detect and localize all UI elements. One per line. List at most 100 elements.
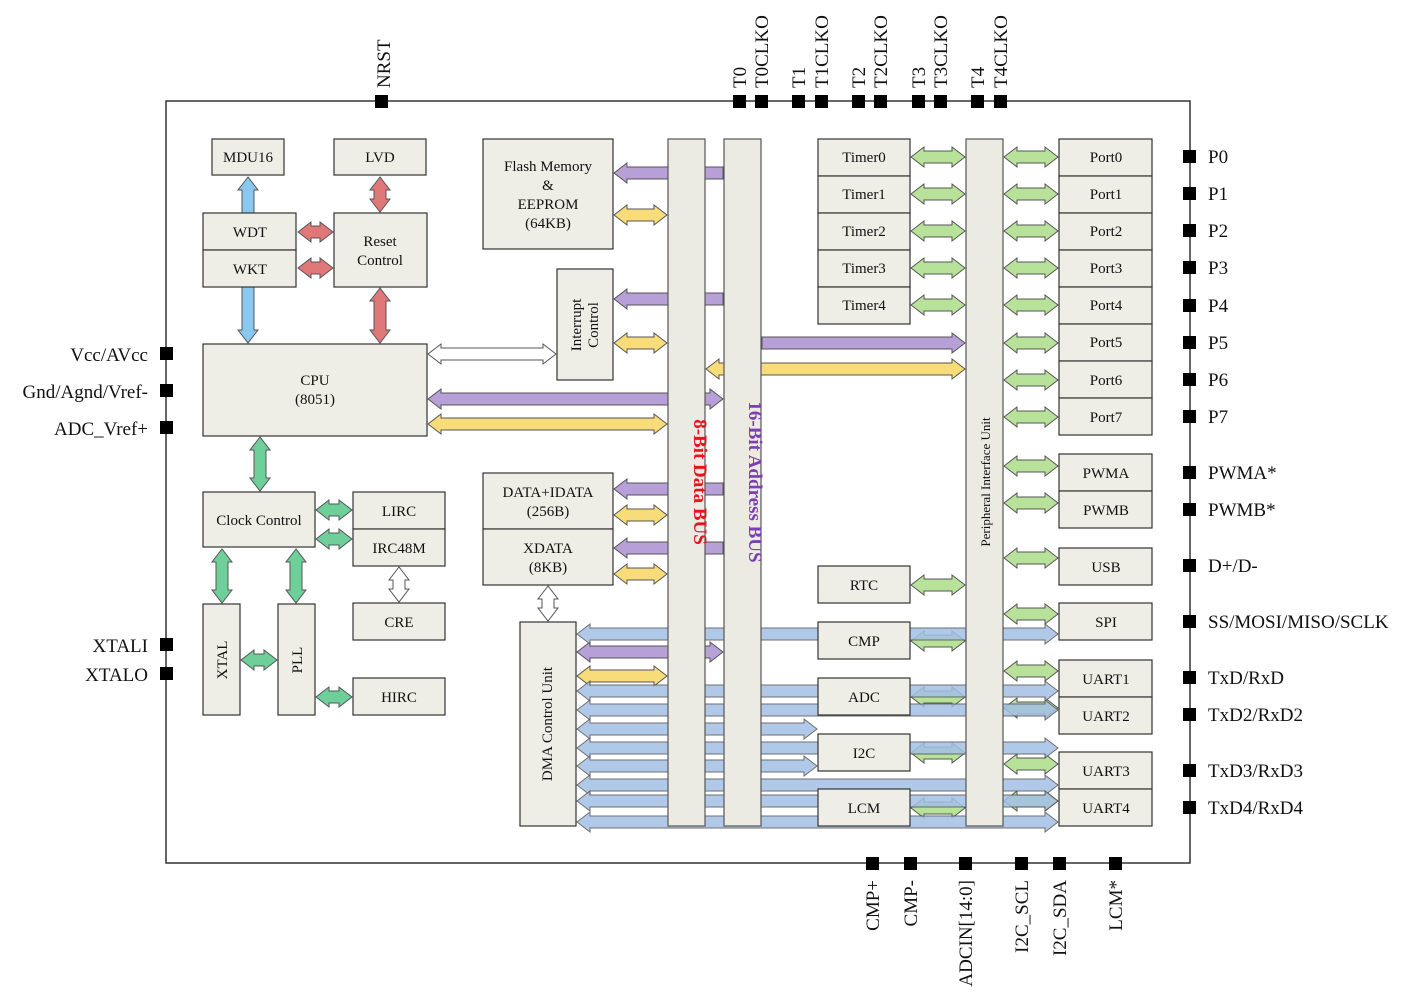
bus-arrow-2	[297, 220, 334, 244]
t4clko-pin	[994, 95, 1007, 108]
bus-arrow-24	[613, 562, 668, 586]
port6-label: Port6	[1090, 373, 1123, 389]
lcm-pin-label: LCM*	[1106, 880, 1127, 931]
pwmb-label: PWMB	[1083, 503, 1129, 519]
lvd-block: LVD	[333, 138, 427, 176]
vcc-pin	[160, 347, 173, 360]
bus-arrow-44	[1003, 405, 1059, 429]
timer1-label: Timer1	[842, 187, 886, 203]
bus-arrow-45	[1003, 454, 1059, 478]
bus-arrow-29	[910, 219, 966, 243]
bus-arrow-40	[1003, 256, 1059, 280]
flash-memory-block: Flash Memory & EEPROM (64KB)	[482, 138, 614, 250]
port1-block: Port1	[1058, 175, 1153, 214]
timer2-block: Timer2	[817, 212, 911, 251]
bottom-pins: CMP+ CMP- ADCIN[14:0] I2C_SCL I2C_SDA LC…	[863, 857, 1127, 987]
xdata-label-1: XDATA	[523, 541, 573, 557]
timer0-label: Timer0	[842, 150, 886, 166]
timer0-block: Timer0	[817, 138, 911, 177]
spi-block: SPI	[1058, 602, 1153, 641]
bus-arrow-3	[297, 256, 334, 280]
xtal-block: XTAL	[202, 603, 241, 716]
pll-block: PLL	[277, 603, 316, 716]
p1-pin	[1183, 187, 1196, 200]
p4-pin	[1183, 299, 1196, 312]
port0-block: Port0	[1058, 138, 1153, 177]
bus-arrow-37	[1003, 145, 1059, 169]
t2clko-pin	[874, 95, 887, 108]
lcm-block: LCM	[817, 788, 911, 827]
uart2-pin-label: TxD2/RxD2	[1208, 705, 1303, 726]
bus-arrow-5	[248, 436, 272, 492]
reset-control-block: Reset Control	[333, 212, 428, 288]
port5-label: Port5	[1090, 335, 1123, 351]
bus-arrow-46	[1003, 491, 1059, 515]
bus-arrow-39	[1003, 219, 1059, 243]
bus-arrow-4	[368, 287, 392, 344]
pwma-pin	[1183, 466, 1196, 479]
i2c-scl-label: I2C_SCL	[1012, 880, 1033, 953]
t0-label: T0	[730, 67, 751, 88]
p1-label: P1	[1208, 184, 1228, 205]
uart4-pin	[1183, 801, 1196, 814]
bus-arrow-48	[1003, 602, 1059, 626]
flash-label-1: Flash Memory	[504, 159, 592, 175]
data-label-1: DATA+IDATA	[502, 485, 593, 501]
bus-arrow-41	[1003, 293, 1059, 317]
bus-arrow-47	[1003, 546, 1059, 570]
uart3-block: UART3	[1058, 751, 1153, 790]
pwmb-pin	[1183, 503, 1196, 516]
adc-block: ADC	[817, 677, 911, 716]
irc48m-block: IRC48M	[352, 528, 446, 567]
uart4-block: UART4	[1058, 788, 1153, 827]
hirc-label: HIRC	[381, 690, 417, 706]
i2c-sda-label: I2C_SDA	[1050, 880, 1071, 956]
p2-label: P2	[1208, 221, 1228, 242]
bus-arrow-1	[368, 176, 392, 213]
t2-label: T2	[849, 67, 870, 88]
irc48m-label: IRC48M	[372, 541, 425, 557]
i2c-sda-pin	[1053, 857, 1066, 870]
reset-label-1: Reset	[363, 234, 397, 250]
port2-label: Port2	[1090, 224, 1123, 240]
p4-label: P4	[1208, 296, 1229, 317]
adcin-pin	[959, 857, 972, 870]
data-idata-block: DATA+IDATA (256B)	[482, 472, 614, 530]
vcc-label: Vcc/AVcc	[70, 345, 148, 366]
wdt-label: WDT	[233, 225, 267, 241]
t1clko-pin	[815, 95, 828, 108]
bus-arrow-30	[910, 256, 966, 280]
t3-pin	[912, 95, 925, 108]
t1-pin	[792, 95, 805, 108]
port7-block: Port7	[1058, 397, 1153, 436]
rtc-block: RTC	[817, 565, 911, 604]
port3-block: Port3	[1058, 249, 1153, 288]
interrupt-control-block: Interrupt Control	[556, 268, 614, 381]
pwmb-pin-label: PWMB*	[1208, 500, 1276, 521]
port2-block: Port2	[1058, 212, 1153, 251]
xdata-label-2: (8KB)	[529, 560, 567, 576]
spi-pin	[1183, 615, 1196, 628]
hirc-block: HIRC	[352, 677, 446, 716]
cre-block: CRE	[352, 602, 446, 641]
bus-arrow-13	[536, 585, 560, 622]
cmp-plus-label: CMP+	[863, 880, 884, 931]
address-bus-label: 16-Bit Address BUS	[744, 401, 765, 562]
piu-label: Peripheral Interface Unit	[978, 417, 993, 547]
port7-label: Port7	[1090, 410, 1123, 426]
lirc-label: LIRC	[382, 504, 416, 520]
t4clko-label: T4CLKO	[991, 15, 1012, 88]
bus-arrow-6	[315, 498, 353, 522]
pwma-pin-label: PWMA*	[1208, 463, 1277, 484]
bus-arrow-9	[284, 548, 308, 604]
bus-arrow-43	[1003, 368, 1059, 392]
cre-label: CRE	[384, 615, 413, 631]
uart3-label: UART3	[1082, 764, 1129, 780]
t4-pin	[971, 95, 984, 108]
p7-label: P7	[1208, 407, 1228, 428]
bus-arrow-31	[910, 293, 966, 317]
t3-label: T3	[909, 67, 930, 88]
cmp-block: CMP	[817, 621, 911, 660]
uart2-label: UART2	[1082, 709, 1129, 725]
port3-label: Port3	[1090, 261, 1123, 277]
